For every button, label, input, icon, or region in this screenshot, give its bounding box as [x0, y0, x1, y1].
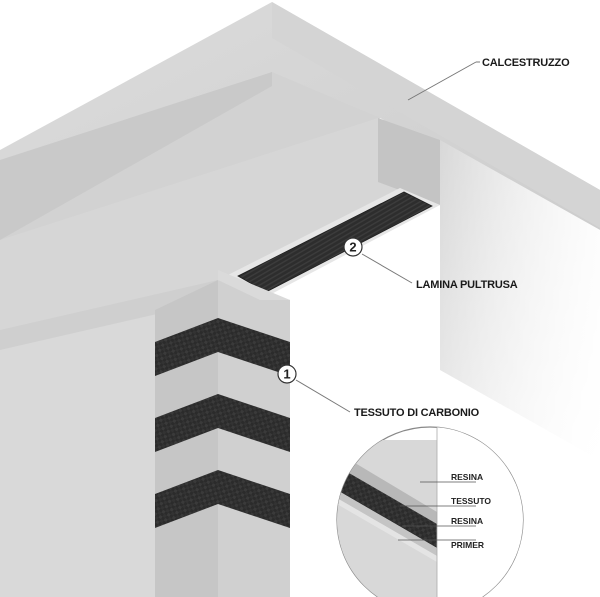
carbon-fabric-wraps — [155, 318, 290, 528]
detail-resin-bottom-label: RESINA — [451, 516, 483, 526]
detail-primer-label: PRIMER — [451, 540, 484, 550]
detail-fabric-label: TESSUTO — [451, 496, 491, 506]
marker-laminate: 2 — [343, 237, 363, 257]
marker-fabric: 1 — [277, 364, 297, 384]
concrete-label: CALCESTRUZZO — [482, 57, 570, 69]
laminate-label: LAMINA PULTRUSA — [416, 279, 518, 291]
marker-laminate-number: 2 — [349, 240, 356, 255]
detail-resin-top-label: RESINA — [451, 472, 483, 482]
fabric-label: TESSUTO DI CARBONIO — [354, 407, 480, 419]
layer-detail-circle: RESINA TESSUTO RESINA PRIMER — [336, 426, 524, 597]
leader-lines — [295, 61, 480, 413]
concrete-beam — [0, 72, 440, 597]
marker-fabric-number: 1 — [283, 367, 290, 382]
